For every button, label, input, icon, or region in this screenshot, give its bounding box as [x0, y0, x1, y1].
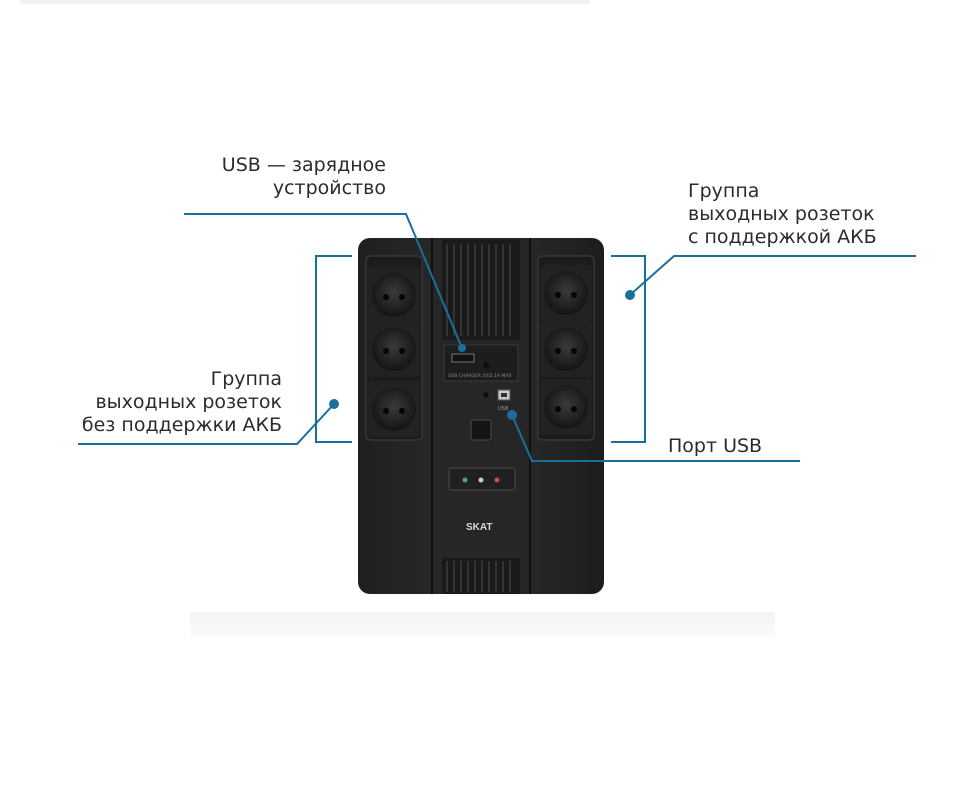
- right-bracket: [611, 255, 646, 443]
- usb-port-dot: [507, 410, 517, 420]
- top-strip: [20, 0, 590, 4]
- no-battery-group-label: Группа выходных розеток без поддержки АК…: [81, 368, 282, 436]
- battery-group-label: Группа выходных розеток с поддержкой АКБ: [688, 180, 877, 248]
- top-vent: [442, 240, 520, 340]
- battery-group-leader: [629, 255, 916, 296]
- usb-charger-dot: [458, 344, 466, 352]
- left-socket-group: [365, 255, 423, 441]
- no-battery-group-dot: [329, 399, 339, 409]
- bottom-vent: [442, 558, 520, 594]
- usb-charger-label: USB — зарядное устройство: [221, 154, 386, 199]
- usb-charger-panel: USB CHARGER 5V/2.1A MAX: [443, 344, 519, 382]
- usb-port-label-text: Порт USB: [668, 435, 763, 457]
- usb-charger-port: [451, 353, 475, 363]
- socket: [368, 321, 420, 377]
- floor-shadow: [190, 612, 775, 636]
- battery-group-dot: [625, 290, 635, 300]
- right-socket-group: [537, 255, 595, 441]
- usb-comm-port: USB: [483, 389, 511, 412]
- usb-port-label: USB: [498, 406, 509, 412]
- callout-lines: [78, 213, 916, 462]
- socket: [368, 267, 420, 323]
- ups-device: USB CHARGER 5V/2.1A MAX USB SKAT: [358, 238, 604, 594]
- socket: [368, 381, 420, 437]
- socket: [540, 265, 592, 321]
- usb-charger-leader: [184, 213, 463, 349]
- power-button: [470, 419, 492, 441]
- usb-panel-text: USB CHARGER 5V/2.1A MAX: [448, 373, 511, 379]
- indicator-panel: [448, 467, 516, 491]
- left-bracket: [315, 255, 352, 443]
- callout-dots: [329, 290, 635, 420]
- socket: [540, 379, 592, 435]
- usb-port-leader: [511, 414, 800, 462]
- socket: [540, 321, 592, 377]
- brand-logo: SKAT: [466, 522, 492, 533]
- no-battery-group-leader: [78, 403, 335, 445]
